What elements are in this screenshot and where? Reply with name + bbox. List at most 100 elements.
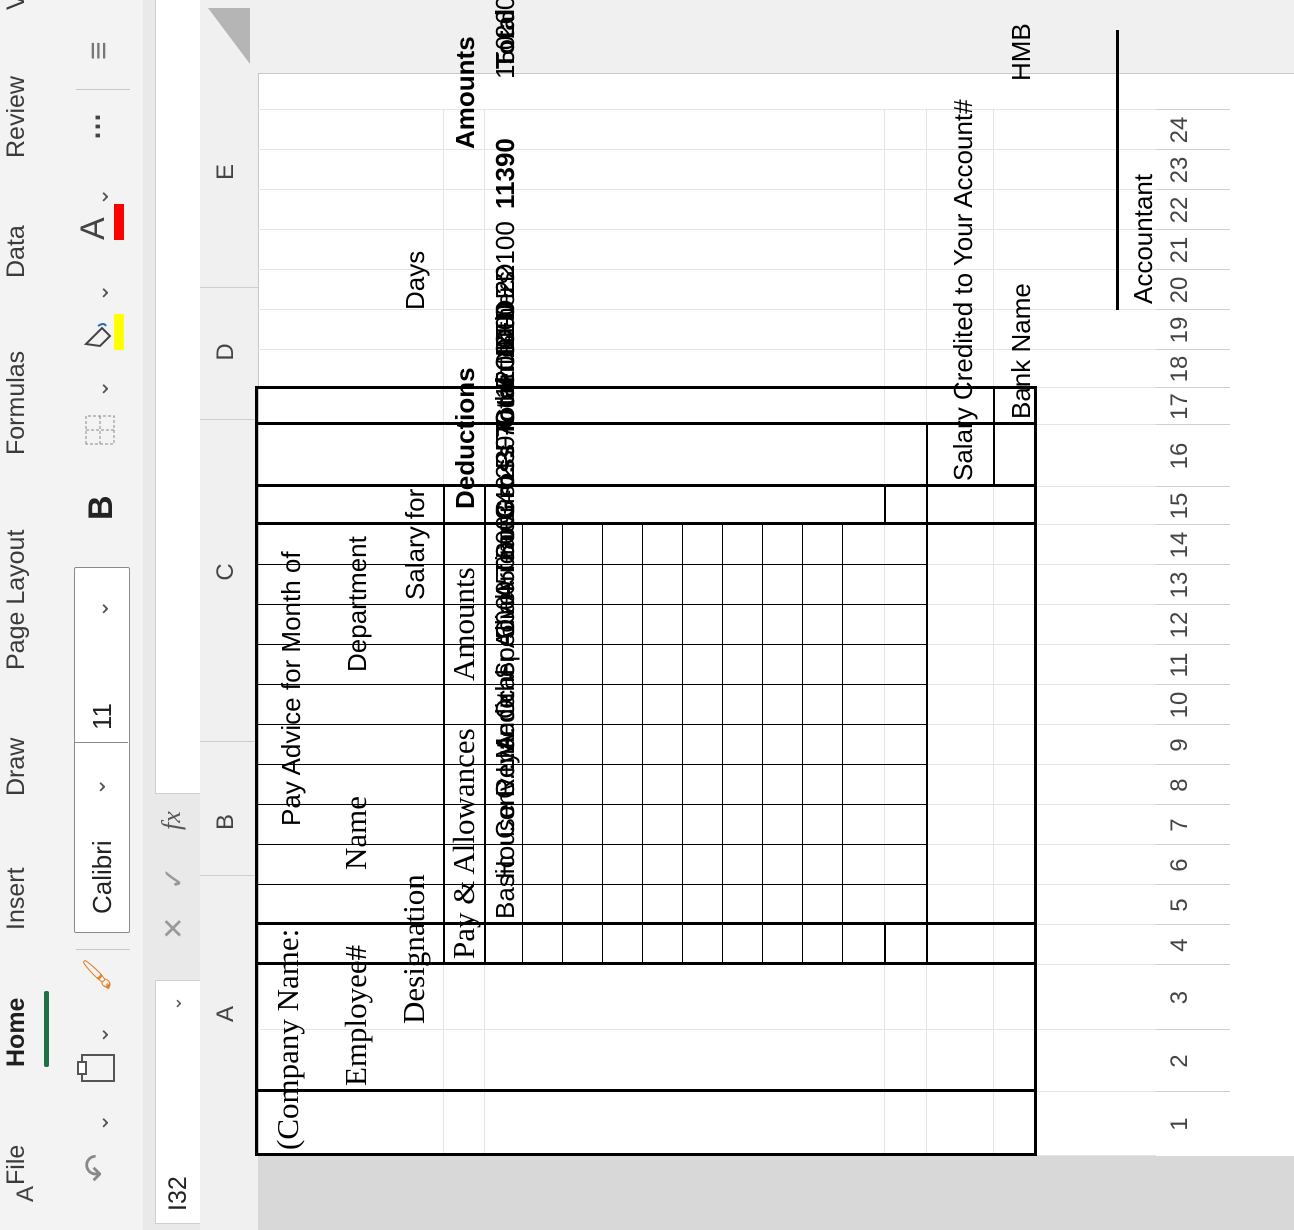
tab-page-layout[interactable]: Page Layout — [2, 529, 30, 670]
tab-review[interactable]: Review — [2, 76, 30, 158]
cell-border — [484, 844, 884, 845]
row-header-20[interactable]: 20 — [1166, 276, 1193, 304]
row-header-2[interactable]: 2 — [1166, 1054, 1193, 1068]
cell-border — [884, 644, 926, 645]
chevron-down-icon[interactable]: ⌄ — [88, 1113, 113, 1132]
chevron-down-icon[interactable]: ⌄ — [88, 599, 113, 618]
row-header-17[interactable]: 17 — [1166, 393, 1193, 420]
more-icon[interactable]: ⋯ — [82, 113, 112, 140]
row-header-15[interactable]: 15 — [1166, 492, 1193, 520]
fill-color-swatch — [114, 314, 124, 350]
salary-for-label: Salary for — [400, 488, 430, 600]
employee-number-label: Employee# — [338, 944, 373, 1086]
table-border — [762, 525, 763, 965]
font-color-swatch — [114, 204, 124, 240]
tab-home-indicator — [44, 991, 49, 1067]
tab-home[interactable]: Home — [2, 997, 30, 1067]
row-header-24[interactable]: 24 — [1166, 116, 1193, 144]
gross-total-label: Gross Total — [490, 376, 520, 519]
table-border — [255, 1153, 1037, 1156]
cell-border — [884, 924, 926, 925]
table-border — [842, 525, 843, 965]
formula-input[interactable] — [155, 0, 203, 794]
row-header-14[interactable]: 14 — [1166, 531, 1193, 559]
row-header-6[interactable]: 6 — [1166, 858, 1193, 872]
column-header-e[interactable]: E — [212, 164, 239, 181]
column-header-d[interactable]: D — [212, 343, 239, 361]
total-ded-label: Total DED — [490, 0, 520, 69]
row-header-18[interactable]: 18 — [1166, 355, 1193, 383]
cancel-icon[interactable]: ✕ — [158, 916, 189, 940]
row-divider — [1156, 109, 1230, 110]
column-header-a-label[interactable]: A — [212, 1006, 239, 1023]
table-border — [255, 422, 1037, 425]
enter-icon[interactable]: ✓ — [158, 866, 189, 890]
column-header-b[interactable]: B — [212, 814, 239, 831]
column-divider — [200, 419, 258, 420]
tab-insert[interactable]: Insert — [2, 867, 30, 930]
row-header-3[interactable]: 3 — [1166, 990, 1193, 1005]
column-header-a[interactable]: A — [12, 1186, 39, 1203]
chevron-down-icon[interactable]: ⌄ — [88, 1025, 113, 1044]
table-border — [722, 525, 723, 965]
ribbon: File Home Insert Draw Page Layout Formul… — [0, 0, 143, 1230]
table-border — [1034, 388, 1037, 1156]
cell-border — [884, 724, 926, 725]
chevron-down-icon: ⌄ — [85, 777, 110, 796]
align-icon[interactable]: ≡ — [80, 41, 116, 60]
row-header-4[interactable]: 4 — [1166, 938, 1193, 952]
tab-draw[interactable]: Draw — [2, 737, 30, 796]
row-header-8[interactable]: 8 — [1166, 778, 1193, 792]
row-header-5[interactable]: 5 — [1166, 898, 1193, 912]
row-header-10[interactable]: 10 — [1166, 691, 1193, 719]
row-header-22[interactable]: 22 — [1166, 196, 1193, 224]
table-border — [802, 525, 803, 965]
gridline — [258, 109, 1156, 110]
gridline — [258, 229, 1156, 230]
insert-function-icon[interactable]: fx — [157, 811, 186, 830]
fill-color-icon[interactable] — [80, 314, 125, 350]
column-divider — [200, 287, 258, 288]
font-name-dropdown[interactable]: Calibri ⌄ — [74, 567, 130, 933]
borders-icon[interactable] — [84, 414, 121, 446]
row-header-19[interactable]: 19 — [1166, 316, 1193, 344]
undo-icon[interactable]: ↶ — [78, 1153, 116, 1183]
row-header-23[interactable]: 23 — [1166, 156, 1193, 184]
tab-data[interactable]: Data — [2, 225, 30, 278]
ribbon-divider — [76, 949, 130, 950]
row-header-12[interactable]: 12 — [1166, 611, 1193, 639]
table-border — [993, 425, 995, 487]
chevron-down-icon[interactable]: ⌄ — [88, 283, 113, 302]
gridline — [258, 269, 1156, 270]
row-header-9[interactable]: 9 — [1166, 738, 1193, 752]
font-size-dropdown[interactable]: 11 — [87, 703, 117, 730]
format-painter-icon[interactable]: 🖌 — [82, 957, 112, 992]
row-header-13[interactable]: 13 — [1166, 571, 1193, 599]
select-all-corner[interactable] — [200, 0, 258, 74]
cell-border — [484, 564, 884, 565]
chevron-down-icon[interactable]: ⌄ — [88, 379, 113, 398]
row-header-11[interactable]: 11 — [1166, 652, 1193, 678]
tab-view[interactable]: View — [2, 0, 31, 10]
employee-name-label: Name — [338, 795, 373, 870]
bank-name-value: HMB — [1006, 23, 1036, 81]
name-box[interactable]: I32 ⌄ — [155, 980, 203, 1224]
cell-border — [884, 684, 926, 685]
chevron-down-icon[interactable]: ⌄ — [88, 187, 113, 206]
column-header-c[interactable]: C — [212, 563, 239, 581]
table-border — [255, 386, 1037, 389]
tab-formulas[interactable]: Formulas — [2, 350, 30, 455]
table-border — [926, 487, 928, 965]
row-header-16[interactable]: 16 — [1166, 442, 1193, 470]
bold-icon[interactable]: B — [82, 495, 120, 520]
cell-border — [484, 644, 884, 645]
row-header-21[interactable]: 21 — [1166, 236, 1193, 264]
table-border — [522, 525, 523, 965]
chevron-down-icon: ⌄ — [165, 995, 185, 1011]
font-color-icon[interactable]: A — [74, 217, 112, 240]
row-header-1[interactable]: 1 — [1166, 1117, 1193, 1131]
row-header-7[interactable]: 7 — [1166, 818, 1193, 832]
bank-name-label: Bank Name — [1006, 283, 1036, 419]
paste-icon[interactable] — [76, 1052, 121, 1084]
